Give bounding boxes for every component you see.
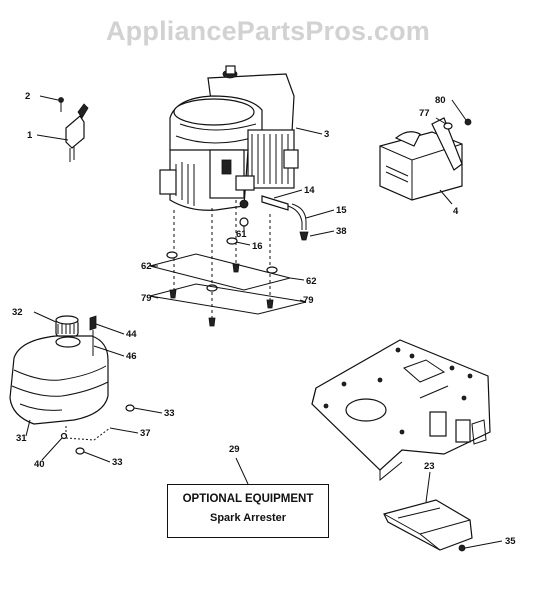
- hose-clamp-parts: [65, 404, 135, 455]
- watermark: AppliancePartsPros.com: [105, 16, 430, 46]
- fuel-line-part: [261, 195, 309, 241]
- callout-77: 77: [419, 108, 430, 119]
- spark-arrester-part: [383, 499, 503, 552]
- optional-equipment-subtitle: Spark Arrester: [209, 512, 287, 524]
- callout-40: 40: [34, 459, 45, 470]
- callout-80: 80: [435, 95, 446, 106]
- callout-2: 2: [25, 91, 30, 102]
- callouts: 2 1 3 80 77 4 14 15 38 61 16 62 62 79 79…: [12, 91, 516, 547]
- callout-37: 37: [140, 428, 151, 439]
- mounting-bolts: [149, 200, 307, 327]
- muffler-part: [379, 117, 472, 201]
- callout-29: 29: [229, 444, 240, 455]
- callout-15: 15: [336, 205, 347, 216]
- washer-16: [226, 237, 238, 245]
- callout-33-lower: 33: [112, 457, 123, 468]
- callout-31: 31: [16, 433, 27, 444]
- fuel-tank-part: [9, 315, 109, 440]
- callout-23: 23: [424, 461, 435, 472]
- frame-plate-part: [311, 339, 491, 482]
- callout-35: 35: [505, 536, 516, 547]
- callout-4: 4: [453, 206, 459, 217]
- callout-79-left: 79: [141, 293, 152, 304]
- engine-part: [159, 65, 299, 211]
- callout-61: 61: [236, 229, 247, 240]
- callout-79-right: 79: [303, 295, 314, 306]
- leader-lines: [25, 95, 467, 503]
- washer-61: [239, 217, 249, 227]
- choke-bracket-part: [58, 97, 89, 162]
- fuel-valve-part: [89, 315, 97, 356]
- optional-equipment-box: OPTIONAL EQUIPMENT Spark Arrester: [167, 484, 329, 538]
- callout-62-left: 62: [141, 261, 152, 272]
- callout-46: 46: [126, 351, 137, 362]
- callout-14: 14: [304, 185, 315, 196]
- callout-38: 38: [336, 226, 347, 237]
- callout-16: 16: [252, 241, 263, 252]
- callout-1: 1: [27, 130, 33, 141]
- callout-3: 3: [324, 129, 329, 140]
- callout-62-right: 62: [306, 276, 317, 287]
- callout-32: 32: [12, 307, 23, 318]
- callout-33-upper: 33: [164, 408, 175, 419]
- optional-equipment-title: OPTIONAL EQUIPMENT: [182, 493, 314, 505]
- callout-44: 44: [126, 329, 137, 340]
